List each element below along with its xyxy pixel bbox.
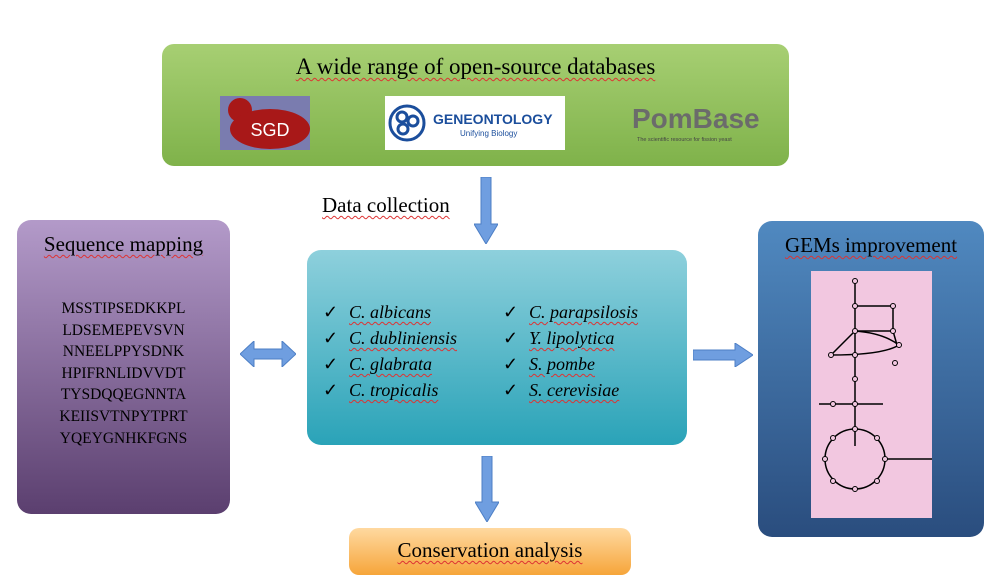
pombase-logo-subtitle: The scientific resource for fission yeas…: [637, 137, 732, 143]
species-item: ✓C. glabrata: [323, 354, 433, 374]
conservation-analysis-box: Conservation analysis: [349, 528, 631, 575]
geneontology-logo-graphic: GENEONTOLOGY Unifying Biology: [388, 104, 553, 142]
check-icon: ✓: [323, 380, 339, 400]
right-arrow-icon: [693, 343, 753, 367]
sequence-line: KEIISVTNPYTPRT: [59, 407, 188, 425]
species-item: ✓S. cerevisiae: [503, 380, 620, 400]
sequence-line: LDSEMEPEVSVN: [62, 321, 185, 339]
species-item: ✓C. albicans: [323, 302, 432, 322]
check-icon: ✓: [503, 328, 519, 348]
sequence-line: HPIFRNLIDVVDT: [61, 364, 186, 382]
down-arrow-icon: [474, 177, 498, 244]
species-item: ✓C. dubliniensis: [323, 328, 458, 348]
data-collection-label: Data collection: [322, 193, 450, 217]
network-graph: [819, 278, 932, 492]
species-item: ✓C. parapsilosis: [503, 302, 639, 322]
pombase-logo: PomBase The scientific resource for fiss…: [632, 96, 762, 150]
sequence-line: MSSTIPSEDKKPL: [61, 300, 186, 317]
gems-improvement-title: GEMs improvement: [784, 233, 958, 257]
check-icon: ✓: [503, 380, 519, 400]
pombase-logo-graphic: PomBase The scientific resource for fiss…: [632, 103, 760, 143]
check-icon: ✓: [503, 302, 519, 322]
double-arrow-icon: [240, 341, 296, 367]
species-item: ✓Y. lipolytica: [503, 328, 615, 348]
sgd-logo-text: SGD: [250, 120, 289, 140]
check-icon: ✓: [323, 302, 339, 322]
sequence-mapping-box: Sequence mapping MSSTIPSEDKKPL LDSEMEPEV…: [17, 220, 230, 514]
check-icon: ✓: [323, 354, 339, 374]
metabolic-network-graph-icon: [811, 271, 932, 518]
gems-improvement-box: GEMs improvement: [758, 221, 984, 537]
species-item: ✓S. pombe: [503, 354, 595, 374]
sequence-line: TYSDQQEGNNTA: [60, 386, 187, 404]
databases-title: A wide range of open-source databases: [295, 54, 656, 79]
pombase-logo-text: PomBase: [632, 103, 760, 134]
databases-box: A wide range of open-source databases SG…: [162, 44, 789, 166]
sgd-logo-graphic: SGD: [228, 98, 310, 149]
check-icon: ✓: [503, 354, 519, 374]
sgd-logo: SGD: [220, 96, 310, 150]
sequence-line: NNEELPPYSDNK: [62, 343, 185, 361]
geneontology-logo-text: GENEONTOLOGY: [433, 111, 553, 127]
sequence-mapping-title: Sequence mapping: [43, 232, 204, 256]
species-item: ✓C. tropicalis: [323, 380, 439, 400]
geneontology-logo: GENEONTOLOGY Unifying Biology: [385, 96, 565, 150]
geneontology-logo-subtitle: Unifying Biology: [460, 129, 517, 138]
conservation-analysis-label: Conservation analysis: [397, 538, 583, 562]
sequence-line: YQEYGNHKFGNS: [59, 429, 188, 447]
down-arrow-icon: [475, 456, 499, 522]
check-icon: ✓: [323, 328, 339, 348]
sequence-lines: MSSTIPSEDKKPL LDSEMEPEVSVN NNEELPPYSDNK …: [17, 298, 230, 449]
species-box: ✓C. albicans ✓C. dubliniensis ✓C. glabra…: [307, 250, 687, 445]
